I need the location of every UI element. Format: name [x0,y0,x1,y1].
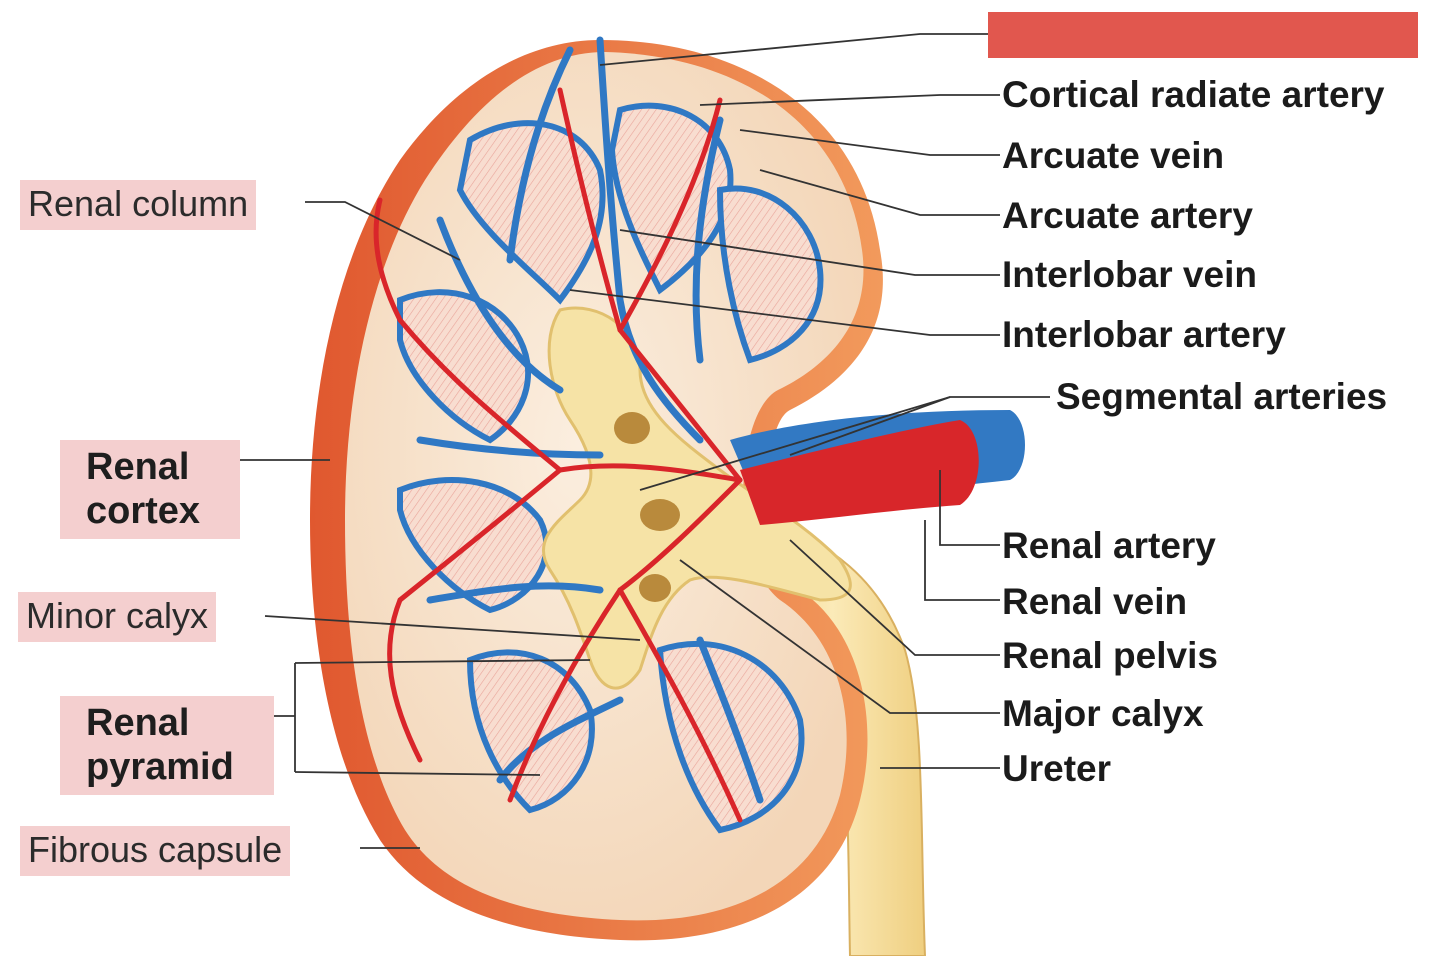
label-renal-vein: Renal vein [1002,581,1188,622]
label-arcuate-artery: Arcuate artery [1002,195,1253,236]
label-renal-cortex: Renal cortex [60,440,241,540]
label-segmental-arteries: Segmental arteries [1056,376,1388,417]
label-cortical-radiate-artery: Cortical radiate artery [1002,74,1385,115]
label-minor-calyx: Minor calyx [18,592,217,642]
label-renal-pelvis: Renal pelvis [1002,635,1218,676]
label-ureter: Ureter [1002,748,1111,789]
label-renal-column: Renal column [20,180,257,230]
arteries [373,87,743,823]
label-major-calyx: Major calyx [1002,693,1204,734]
label-interlobar-vein: Interlobar vein [1002,254,1257,295]
hidden-label-bar [988,12,1418,58]
label-interlobar-artery: Interlobar artery [1002,314,1286,355]
label-renal-artery: Renal artery [1002,525,1216,566]
label-arcuate-vein: Arcuate vein [1002,135,1225,176]
label-fibrous-capsule: Fibrous capsule [20,826,291,876]
renal-artery-shape [740,420,979,525]
label-renal-pyramid: Renal pyramid [60,696,274,796]
leader-lines [220,33,1050,849]
veins [416,36,764,804]
